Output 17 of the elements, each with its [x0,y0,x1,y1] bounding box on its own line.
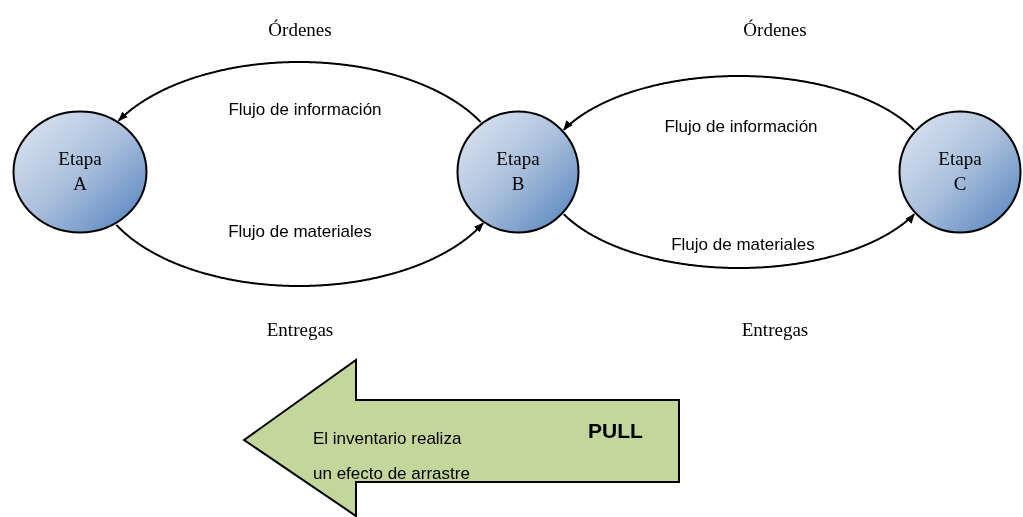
flow-caption: Órdenes [743,19,807,41]
edge-label: Flujo de materiales [228,222,372,242]
edge-label: Flujo de información [664,117,818,137]
flow-arrow [562,75,916,131]
flow-caption: Entregas [266,319,334,341]
flow-caption: Órdenes [268,19,332,41]
arrow-text: El inventario realiza un efecto de arrastre [313,428,471,485]
flow-arrow [117,61,482,124]
stage-label: Etapa C [937,147,983,196]
pull-label: PULL [588,419,643,443]
edge-label: Flujo de información [228,100,382,120]
flow-caption: Entregas [741,319,809,341]
flow-arrow [115,222,485,287]
stage-label: Etapa A [57,147,103,196]
stage-label: Etapa B [495,147,541,196]
edge-label: Flujo de materiales [671,235,815,255]
flow-arrow [562,213,916,269]
